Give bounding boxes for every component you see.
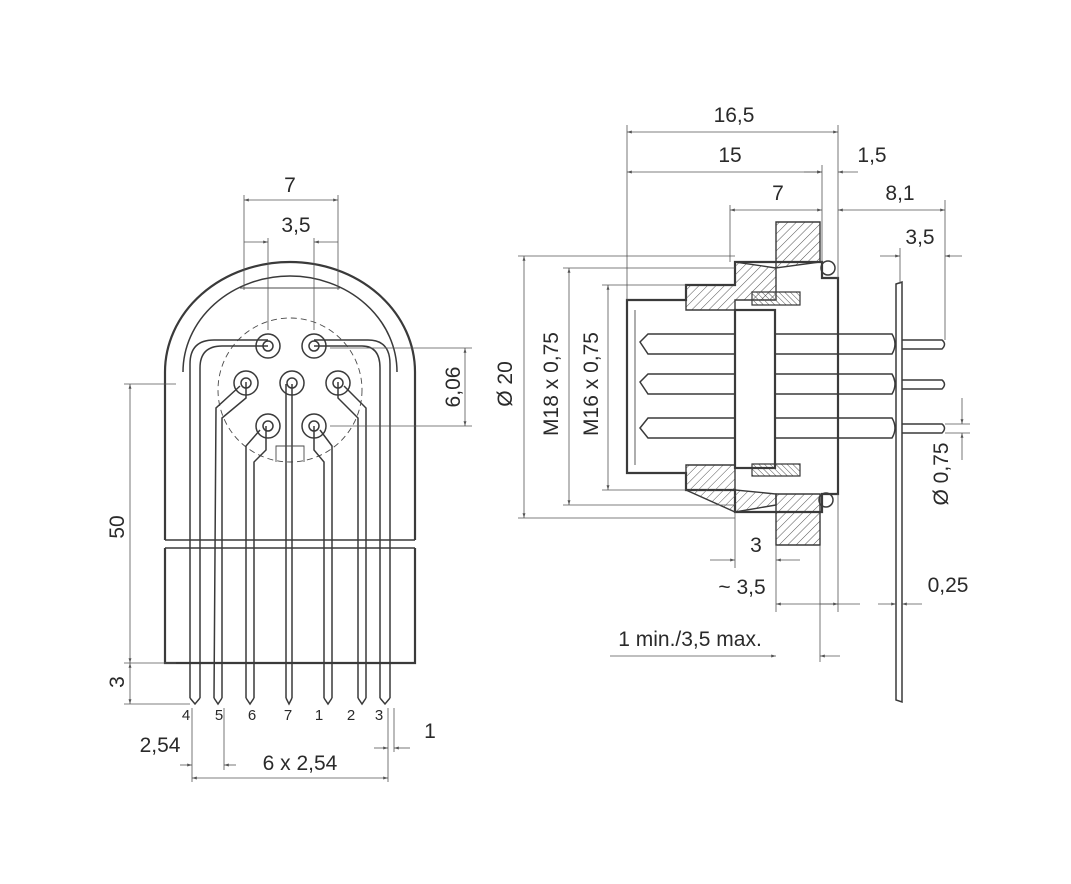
side-view: 16,5 15 1,5 7 8,1 3,5 Ø 20 M18 x 0,75 M1…: [494, 104, 970, 704]
dim-label-3-front: 3: [106, 676, 129, 688]
dim-label-dia-20: Ø 20: [494, 361, 517, 407]
pin-traces: [189, 339, 391, 699]
front-housing-inner-arc: [182, 275, 398, 373]
pin-number: 5: [215, 707, 223, 724]
pcb-plate: [895, 280, 903, 704]
pin-number: 1: [315, 707, 323, 724]
dim-label-2-54: 2,54: [140, 734, 181, 757]
dim-label-1-5: 1,5: [857, 144, 886, 167]
contact-holes: [233, 333, 351, 439]
dim-label-dia-0-75: Ø 0,75: [930, 442, 953, 505]
pin-number: 7: [284, 707, 292, 724]
pin-number: 6: [248, 707, 256, 724]
dim-label-m18: M18 x 0,75: [540, 332, 563, 436]
side-dimension-lines: [518, 125, 970, 662]
dim-label-16-5: 16,5: [714, 104, 755, 127]
pin-number: 4: [182, 707, 190, 724]
dim-label-7: 7: [284, 174, 296, 197]
dim-label-3-5-side: 3,5: [905, 226, 934, 249]
dim-label-m16: M16 x 0,75: [580, 332, 603, 436]
dim-label-3-5: 3,5: [281, 214, 310, 237]
body-hatch-bottom: [685, 464, 777, 513]
seal-ring-top: [751, 291, 801, 306]
oring-top: [820, 260, 836, 276]
pin-tips: [189, 697, 391, 706]
dim-label-8-1: 8,1: [885, 182, 914, 205]
dim-label-6x2-54: 6 x 2,54: [263, 752, 338, 775]
dim-label-approx-3-5: ~ 3,5: [718, 576, 765, 599]
pin-number: 2: [347, 707, 355, 724]
dim-label-1: 1: [424, 720, 436, 743]
panel-section-bottom: [775, 493, 821, 546]
pin-number-labels: 4 5 6 7 1 2 3: [182, 707, 383, 724]
front-break-band: [160, 540, 420, 548]
front-dimension-lines: [124, 195, 472, 782]
dim-label-panel-range: 1 min./3,5 max.: [618, 628, 762, 651]
dim-label-3-side: 3: [750, 534, 762, 557]
dim-label-6-06: 6,06: [442, 367, 465, 408]
front-housing-outline: [163, 260, 417, 665]
contact-insert: [733, 308, 777, 470]
dim-label-50: 50: [106, 515, 129, 538]
coding-key-mark: [275, 445, 305, 462]
side-pins: [639, 333, 946, 439]
dim-label-0-25: 0,25: [928, 574, 969, 597]
front-view: 7 3,5 6,06 50 3 2,54 6 x 2,54 1 4 5 6 7 …: [106, 174, 472, 782]
oring-bottom: [818, 492, 834, 508]
dim-label-15: 15: [718, 144, 741, 167]
pin-number: 3: [375, 707, 383, 724]
insert-dashed-circle: [217, 317, 363, 463]
dim-label-7-side: 7: [772, 182, 784, 205]
